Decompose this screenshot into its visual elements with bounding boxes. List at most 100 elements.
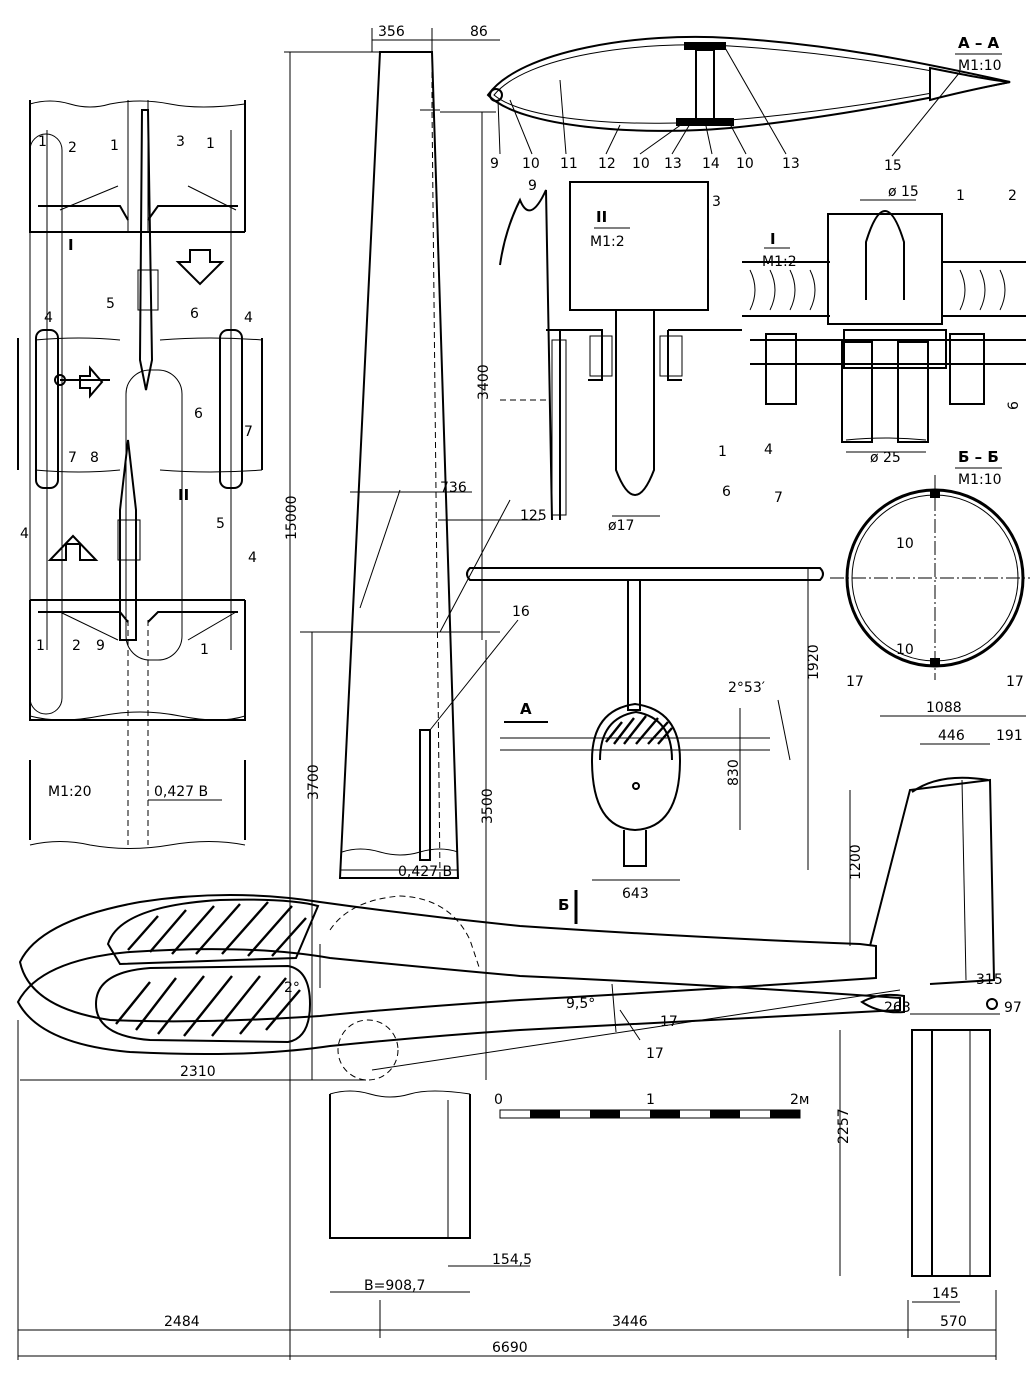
- dim-gap-6: 6: [1006, 401, 1022, 410]
- fuselage-top-view: 263 97 2257 17 B=908,7 154,5 145: [16, 948, 1022, 1303]
- section-aa-label: A – A: [958, 34, 1000, 52]
- callout-12: 12: [598, 156, 616, 172]
- callout-1: 1: [956, 188, 965, 204]
- section-aa-scale: M1:10: [958, 58, 1002, 74]
- dim-phi17: ø17: [608, 518, 634, 534]
- callout-10: 10: [522, 156, 540, 172]
- callout-10: 10: [736, 156, 754, 172]
- dim-wing-chord-b: B=908,7: [364, 1278, 425, 1294]
- dim-fin-191: 191: [996, 728, 1023, 744]
- dim-fin-446: 446: [938, 728, 965, 744]
- dim-panel-inner: 3700: [306, 764, 322, 800]
- callout-1: 1: [718, 444, 727, 460]
- callout-10: 10: [632, 156, 650, 172]
- callout-1: 1: [36, 638, 45, 654]
- front-view: 830 1920 643 2°53′ A Б: [466, 567, 824, 924]
- callout-1: 1: [38, 134, 47, 150]
- joint-scale: M1:20: [48, 784, 92, 800]
- dim-mid-3446: 3446: [612, 1314, 648, 1330]
- callout-10: 10: [896, 642, 914, 658]
- dim-fin-height: 1200: [848, 844, 864, 880]
- callout-13: 13: [782, 156, 800, 172]
- dim-fuselage-bottom: 643: [622, 886, 649, 902]
- dim-tail-angle-95: 9,5°: [566, 996, 595, 1012]
- callout-4: 4: [248, 550, 257, 566]
- dim-fin-top: 1088: [926, 700, 962, 716]
- dim-chord-736: 736: [440, 480, 467, 496]
- dim-chord-125: 125: [520, 508, 547, 524]
- wing-joint-plan-view: [17, 100, 263, 849]
- dim-fuselage-width: 830: [726, 759, 742, 786]
- section-bb-scale: M1:10: [958, 472, 1002, 488]
- dim-phi15: ø 15: [888, 184, 919, 200]
- dim-total-length: 6690: [492, 1340, 528, 1356]
- callout-6: 6: [194, 406, 203, 422]
- callout-1: 1: [206, 136, 215, 152]
- callout-4: 4: [764, 442, 773, 458]
- callout-4: 4: [20, 526, 29, 542]
- dim-phi25: ø 25: [870, 450, 901, 466]
- dim-tail-angle: 2°53′: [728, 680, 765, 696]
- dim-wing-root-chord: 356: [378, 24, 405, 40]
- callout-9: 9: [96, 638, 105, 654]
- dim-nose-to-wing: 2310: [180, 1064, 216, 1080]
- callout-1: 1: [110, 138, 119, 154]
- callout-3: 3: [712, 194, 721, 210]
- callout-1: 1: [200, 642, 209, 658]
- callout-17: 17: [1006, 674, 1024, 690]
- detail-i-title: I: [770, 230, 776, 248]
- callout-13: 13: [664, 156, 682, 172]
- callout-2: 2: [1008, 188, 1017, 204]
- scale-zero: 0: [494, 1092, 503, 1108]
- callout-15: 15: [884, 158, 902, 174]
- callout-10: 10: [896, 536, 914, 552]
- callout-9: 9: [528, 178, 537, 194]
- callout-16: 16: [512, 604, 530, 620]
- scale-bar: 0 1 2м: [494, 1092, 809, 1119]
- detail-ii: ø17 II M1:2 9 3 1: [499, 178, 742, 534]
- callout-4: 4: [244, 310, 253, 326]
- callout-5: 5: [216, 516, 225, 532]
- section-bb-label: Б – Б: [958, 448, 999, 466]
- overall-dimensions: 2484 3446 570 6690: [17, 1020, 997, 1360]
- detail-i: ø 25 ø 15 I M1:2 1 2 6 4 7 6: [722, 184, 1026, 506]
- detail-ii-marker: II: [178, 486, 189, 504]
- callout-4: 4: [44, 310, 53, 326]
- detail-i-marker: I: [68, 236, 74, 254]
- callout-3: 3: [176, 134, 185, 150]
- dim-wing-tip-offset: 86: [470, 24, 488, 40]
- callout-9: 9: [490, 156, 499, 172]
- callout-14: 14: [702, 156, 720, 172]
- callout-17: 17: [646, 1046, 664, 1062]
- dim-stab-97: 97: [1004, 1000, 1022, 1016]
- wing-joint-labels: 2 1 3 1 1 I 4 5 6 4 6 7 7 8 II 4 5 4 1 2…: [20, 134, 257, 800]
- dim-panel-outer: 3500: [480, 788, 496, 824]
- dim-stab-263: 263: [884, 1000, 911, 1016]
- dim-tail-span: 1920: [806, 644, 822, 680]
- dim-nose-angle: 2°: [284, 980, 300, 996]
- dim-wing-tip-ratio: 0,427 B: [398, 864, 452, 880]
- joint-ratio: 0,427 B: [154, 784, 208, 800]
- scale-one: 1: [646, 1092, 655, 1108]
- section-a-marker: A: [520, 700, 532, 718]
- callout-7: 7: [774, 490, 783, 506]
- dim-stab-145: 145: [932, 1286, 959, 1302]
- callout-7: 7: [244, 424, 253, 440]
- dim-span-total: 15000: [284, 495, 300, 540]
- callout-11: 11: [560, 156, 578, 172]
- callout-8: 8: [90, 450, 99, 466]
- wing-planform: 356 86 736 125 16 0,427 B 15000 3700 340…: [284, 24, 547, 1360]
- dim-nose-2484: 2484: [164, 1314, 200, 1330]
- callout-7: 7: [68, 450, 77, 466]
- detail-i-scale: M1:2: [762, 254, 797, 270]
- dim-root-1545: 154,5: [492, 1252, 532, 1268]
- fuselage-side-view: 1088 446 191 1200 315 2° 9,5° 17 2310: [18, 700, 1026, 1081]
- dim-stab-span: 2257: [836, 1108, 852, 1144]
- dim-tail-570: 570: [940, 1314, 967, 1330]
- callout-17: 17: [846, 674, 864, 690]
- section-b-marker: Б: [558, 896, 569, 914]
- detail-ii-scale: M1:2: [590, 234, 625, 250]
- callout-2: 2: [68, 140, 77, 156]
- dim-panel-length: 3400: [476, 364, 492, 400]
